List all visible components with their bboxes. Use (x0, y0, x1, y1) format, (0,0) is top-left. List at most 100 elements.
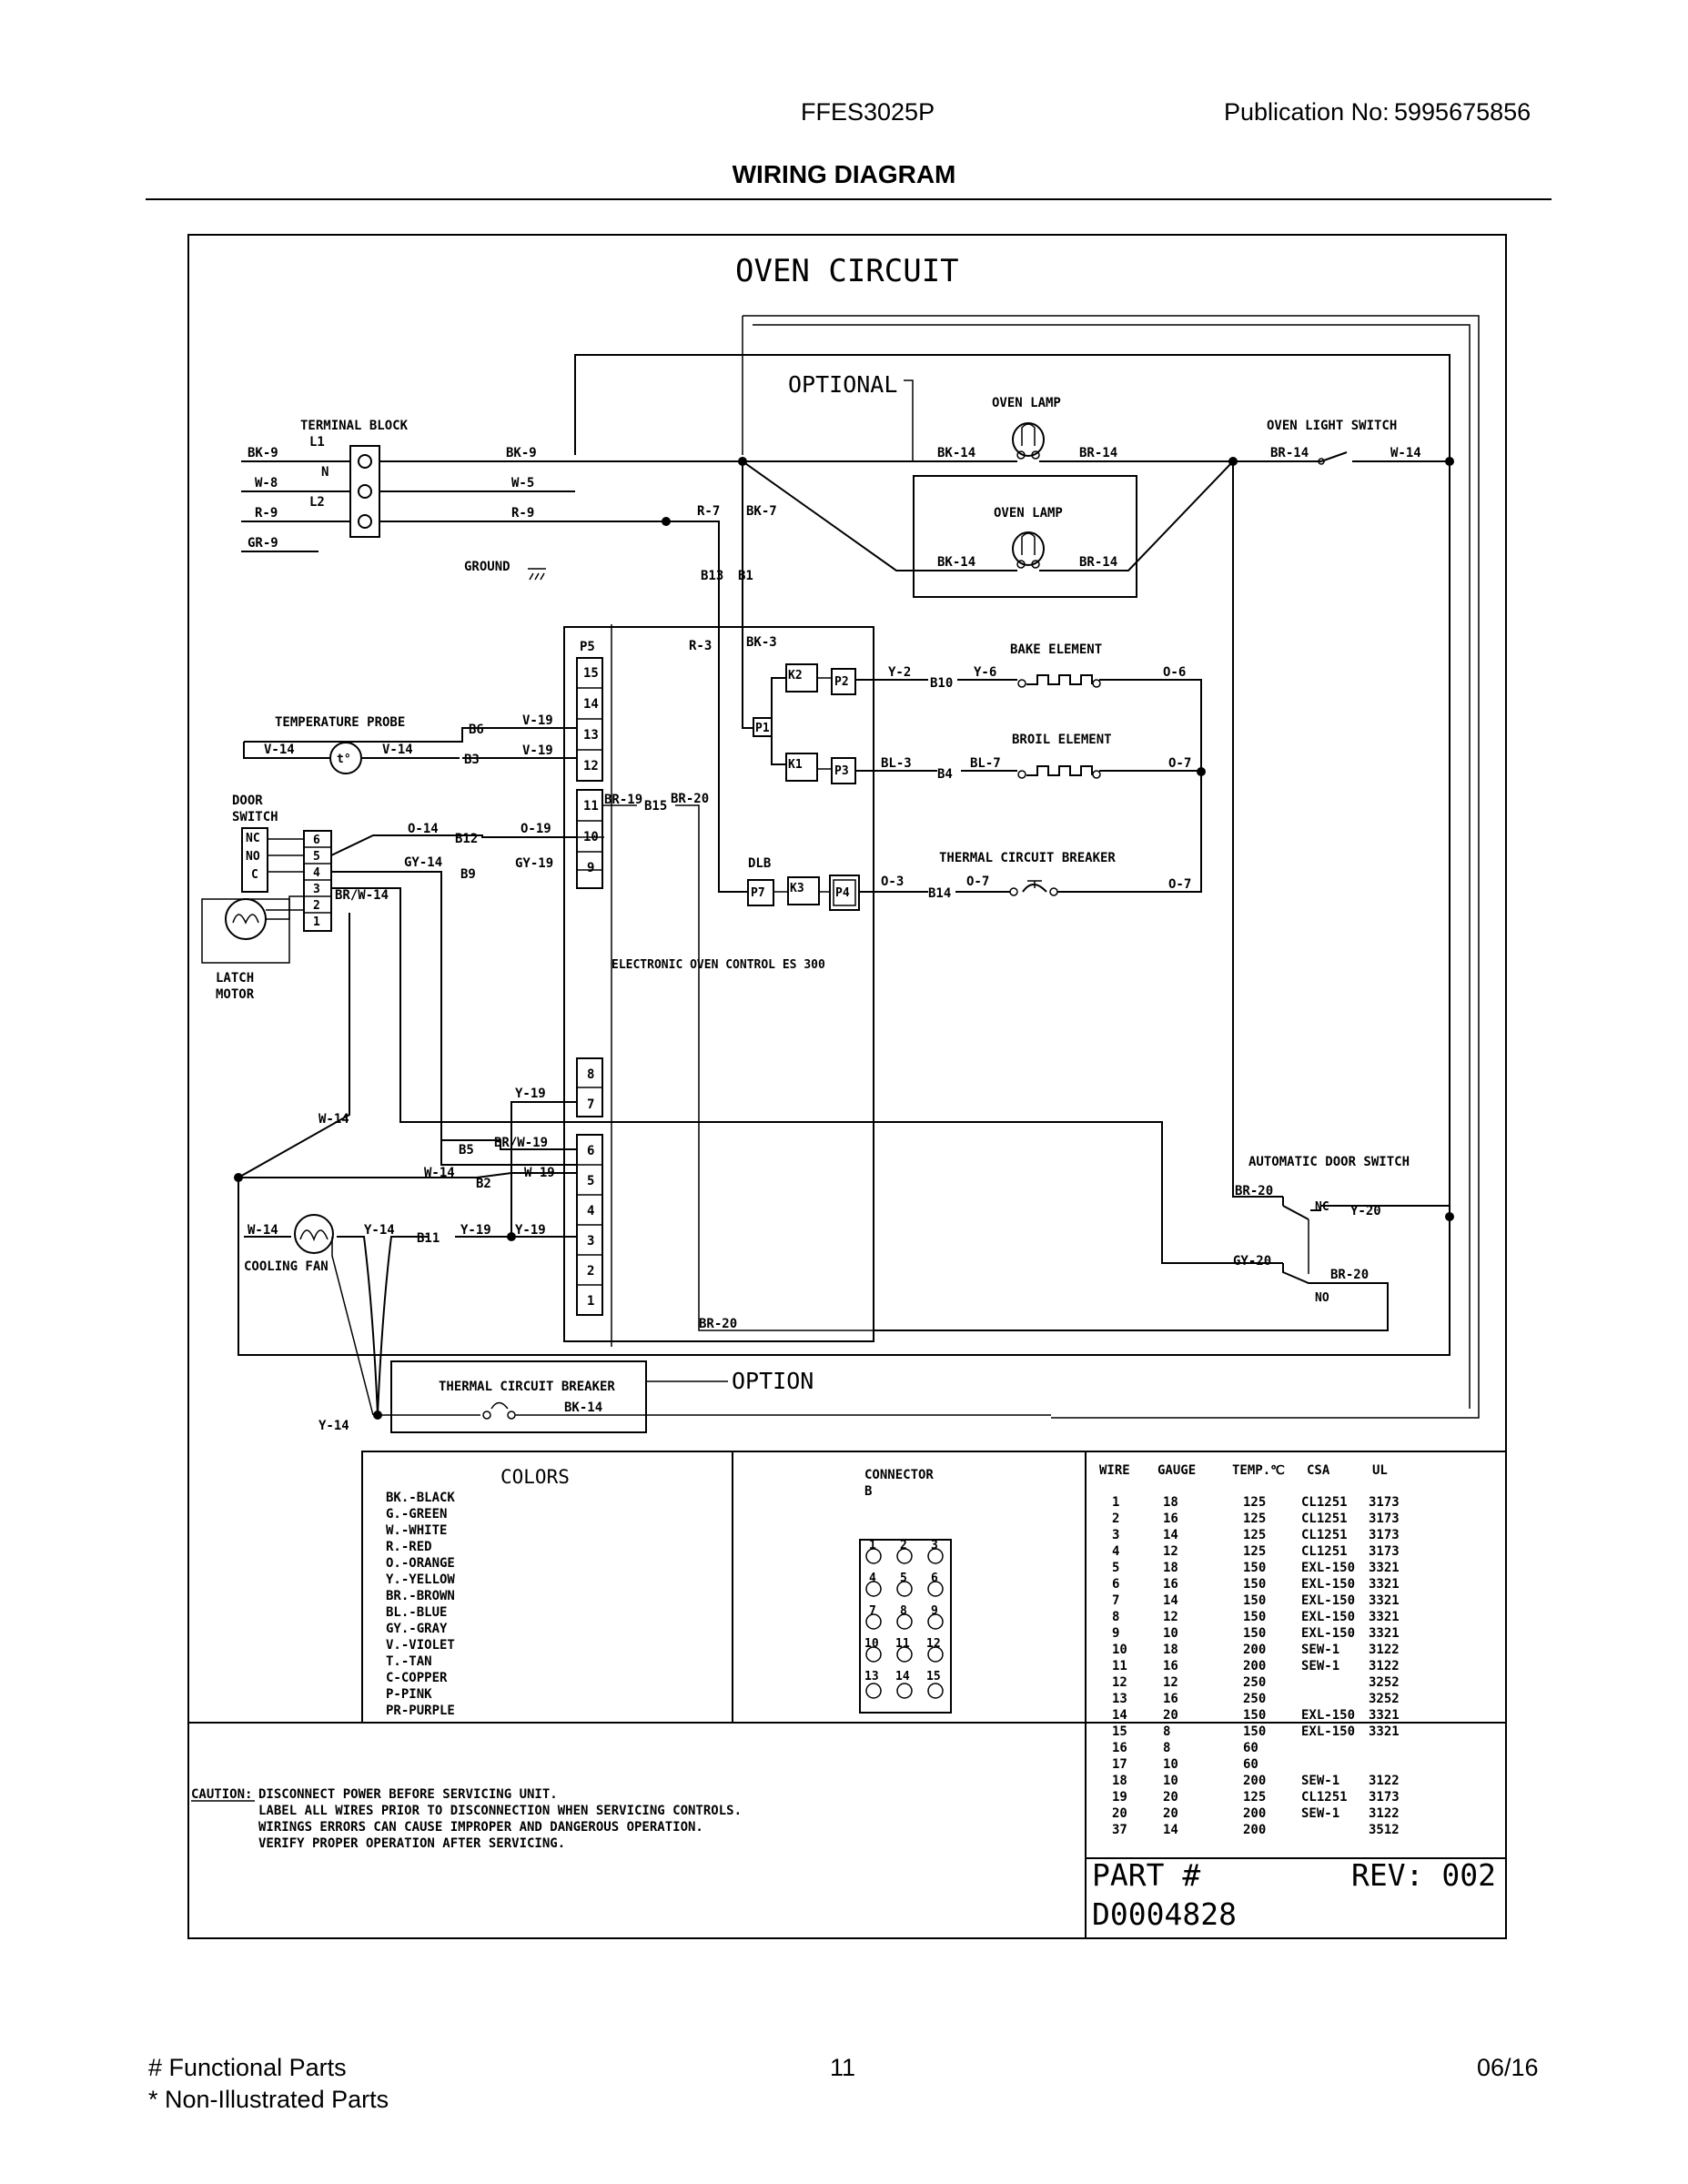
option-label: OPTION (732, 1368, 814, 1394)
wire-table-cell: 200 (1243, 1659, 1266, 1673)
pin-14: 14 (583, 697, 599, 712)
wire-bk14-lamp2: BK-14 (937, 555, 975, 570)
bake-element-label: BAKE ELEMENT (1010, 642, 1102, 657)
wire-table-cell: 3173 (1369, 1495, 1400, 1510)
latch-motor-loop (201, 898, 290, 964)
wire-table-cell: 14 (1163, 1593, 1178, 1608)
dsc-pin-4: 4 (313, 866, 320, 880)
wire-gy14: GY-14 (404, 855, 442, 870)
wire-table-cell: 125 (1243, 1512, 1266, 1526)
latch-motor (225, 898, 267, 940)
wire-w14-fan: W-14 (248, 1223, 278, 1238)
latch-motor-label-1: LATCH (216, 971, 254, 986)
wire-table-cell: 150 (1243, 1561, 1266, 1575)
wire-table-cell: 20 (1163, 1790, 1178, 1805)
oven-lamp-1-pin-b (1031, 450, 1040, 460)
color-entry: O.-ORANGE (386, 1556, 455, 1571)
junction-y14 (373, 1410, 382, 1420)
optional-label: OPTIONAL (788, 371, 897, 398)
auto-door-switch-nc (1282, 1197, 1450, 1220)
wire-table-cell: CL1251 (1301, 1544, 1348, 1559)
wire-table-cell: 8 (1112, 1610, 1119, 1624)
wire-table-cell: 60 (1243, 1757, 1258, 1772)
wire-br14-switch: BR-14 (1270, 446, 1309, 460)
color-entry: GY.-GRAY (386, 1622, 448, 1636)
wire-brw19: BR/W-19 (494, 1136, 548, 1150)
color-entry: BR.-BROWN (386, 1589, 455, 1603)
svg-text:7: 7 (869, 1604, 876, 1618)
door-switch-c: C (251, 868, 258, 882)
wire-y20: Y-20 (1350, 1204, 1381, 1218)
option-breaker-contact-b (507, 1410, 516, 1420)
wire-table-cell: 20 (1163, 1806, 1178, 1821)
wire-table-cell: 3321 (1369, 1708, 1400, 1723)
plug-p2-label: P2 (834, 675, 849, 689)
wire-table-cell: EXL-150 (1301, 1610, 1355, 1624)
door-switch-nc: NC (246, 832, 260, 845)
connector-pins: 1 2 3 4 5 6 7 8 9 10 11 12 13 14 15 (864, 1539, 944, 1699)
terminal-l1: L1 (309, 435, 325, 450)
bake-element (855, 674, 1202, 772)
temperature-probe (329, 742, 362, 774)
wire-table-cell: 3122 (1369, 1806, 1400, 1821)
svg-text:4: 4 (869, 1572, 876, 1585)
wire-table-cell: 12 (1163, 1610, 1178, 1624)
wire-table-cell: EXL-150 (1301, 1577, 1355, 1592)
block-b6: B6 (469, 723, 484, 737)
wire-table-cell: 125 (1243, 1495, 1266, 1510)
colors-list: BK.-BLACK G.-GREEN W.-WHITE R.-RED O.-OR… (386, 1491, 455, 1718)
wire-table-cell: 20 (1163, 1708, 1178, 1723)
wire-bk9-in: BK-9 (248, 446, 278, 460)
wire-table-cell: CL1251 (1301, 1512, 1348, 1526)
svg-text:5: 5 (900, 1572, 907, 1585)
block-b15: B15 (644, 799, 667, 814)
svg-text:15: 15 (926, 1670, 941, 1684)
caution-line-2: LABEL ALL WIRES PRIOR TO DISCONNECTION W… (258, 1804, 742, 1818)
wire-table-cell: 3321 (1369, 1577, 1400, 1592)
svg-text:1: 1 (869, 1539, 876, 1552)
wire-gy20: GY-20 (1233, 1254, 1271, 1269)
probe-wires (243, 727, 578, 761)
wire-o3: O-3 (881, 875, 904, 889)
page-title: WIRING DIAGRAM (732, 160, 956, 188)
block-b13: B13 (701, 569, 723, 583)
pin-block-p8 (576, 1057, 603, 1117)
junction-y20 (1445, 1212, 1454, 1221)
wire-gr9-in: GR-9 (248, 536, 278, 551)
wire-table-cell: SEW-1 (1301, 1774, 1339, 1788)
wire-y19-c: Y-19 (515, 1087, 546, 1101)
r7-line (666, 521, 720, 649)
optional-frame-outer (743, 315, 1480, 1419)
wire-bk14-lamp1: BK-14 (937, 446, 975, 460)
wire-table-cell: 15 (1112, 1724, 1127, 1739)
wire-table-cell: 37 (1112, 1823, 1127, 1837)
block-b10: B10 (930, 676, 953, 691)
wire-r3: R-3 (689, 639, 712, 653)
connector-name: B (864, 1484, 872, 1499)
block-b2: B2 (476, 1177, 491, 1191)
wire-y14-fan: Y-14 (364, 1223, 395, 1238)
dsc-pin-3: 3 (313, 883, 320, 896)
wire-y6: Y-6 (974, 665, 996, 680)
dsc-pin-6: 6 (313, 834, 320, 847)
wire-table-cell: 3173 (1369, 1528, 1400, 1542)
dlb-label: DLB (748, 856, 771, 871)
publication-number: 5995675856 (1394, 98, 1531, 126)
relay-k3-label: K3 (790, 882, 804, 895)
color-entry: BL.-BLUE (386, 1605, 447, 1620)
thermal-breaker-label: THERMAL CIRCUIT BREAKER (939, 851, 1116, 865)
wire-table-cell: 18 (1163, 1495, 1178, 1510)
wire-w14-b: W-14 (424, 1166, 455, 1180)
plug-p3-label: P3 (834, 764, 849, 778)
wire-table-cell: 8 (1163, 1724, 1170, 1739)
relay-k3 (787, 876, 820, 905)
wire-table-cell: 9 (1112, 1626, 1119, 1641)
caution-label: CAUTION: (191, 1787, 252, 1802)
wire-table-cell: 14 (1163, 1823, 1178, 1837)
page-number: 11 (830, 2054, 856, 2081)
junction-w14 (1445, 457, 1454, 466)
wire-table-cell: 6 (1112, 1577, 1119, 1592)
svg-text:10: 10 (864, 1637, 879, 1651)
wire-y14-option: Y-14 (318, 1419, 349, 1433)
bake-element-pin-a (1017, 679, 1026, 688)
